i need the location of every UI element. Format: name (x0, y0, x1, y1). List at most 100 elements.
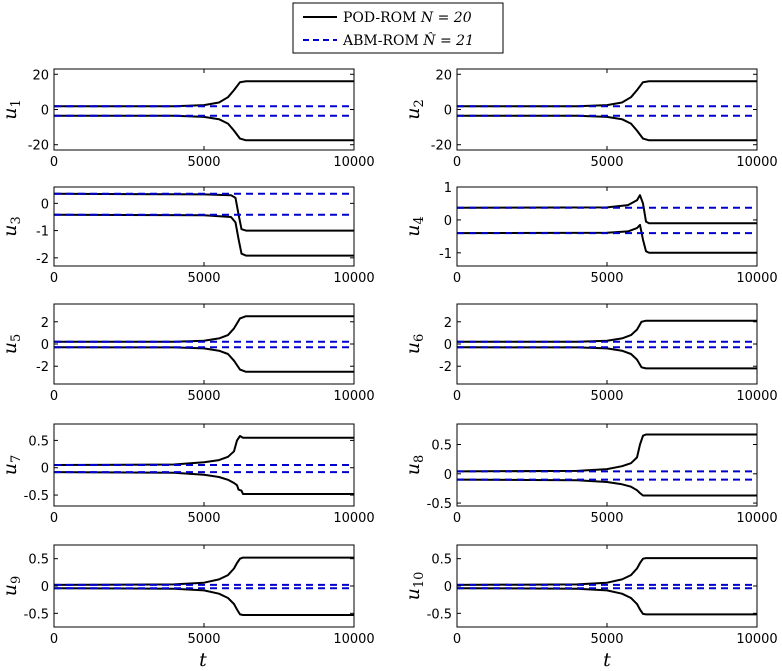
x-tick-label: 10000 (333, 632, 374, 647)
pod-rom-line-1 (457, 319, 757, 343)
x-tick-label: 0 (453, 511, 461, 526)
series-group (54, 192, 354, 257)
y-tick-label: 0 (444, 214, 452, 229)
y-tick-label: 20 (32, 68, 49, 83)
x-tick-label: 10000 (736, 271, 777, 286)
y-tick-label: -0.5 (24, 607, 49, 622)
series-group (54, 556, 354, 616)
y-axis-label: u2 (402, 99, 427, 120)
x-tick-label: 0 (50, 632, 58, 647)
y-axis-label: u1 (0, 99, 24, 120)
pod-rom-line-0 (457, 114, 757, 142)
y-tick-label: -0.5 (24, 489, 49, 504)
y-tick-label: 0 (41, 580, 49, 595)
y-tick-label: 0 (444, 580, 452, 595)
plot-area (457, 69, 757, 150)
x-tick-label: 5000 (187, 271, 220, 286)
y-tick-label: 20 (435, 68, 452, 83)
x-tick-label: 0 (50, 511, 58, 526)
y-axis-label: u4 (402, 216, 427, 237)
y-tick-label: 0.5 (28, 434, 49, 449)
pod-rom-line-1 (54, 315, 354, 343)
legend: POD-ROM N = 20 ABM-ROM N̂ = 21 (292, 2, 504, 54)
pod-rom-line-0 (54, 556, 354, 586)
y-tick-label: -2 (439, 360, 452, 375)
y-axis-label: u8 (402, 455, 427, 476)
plot-area (54, 304, 354, 384)
x-tick-label: 0 (50, 271, 58, 286)
y-tick-label: -1 (36, 225, 49, 240)
series-group (457, 194, 757, 254)
x-tick-label: 10000 (333, 389, 374, 404)
x-tick-label: 5000 (187, 511, 220, 526)
y-axis-label: u3 (0, 216, 24, 237)
x-tick-label: 5000 (187, 632, 220, 647)
x-tick-label: 10000 (333, 511, 374, 526)
pod-rom-line-0 (457, 194, 757, 225)
x-tick-label: 5000 (187, 155, 220, 170)
x-tick-label: 5000 (187, 389, 220, 404)
y-tick-label: 0 (41, 197, 49, 212)
y-tick-label: 0.5 (431, 439, 452, 454)
plot-area (457, 187, 757, 266)
y-tick-label: 0 (41, 338, 49, 353)
y-tick-label: 0.5 (431, 553, 452, 568)
y-tick-label: 1 (444, 181, 452, 196)
series-group (457, 319, 757, 370)
pod-rom-line-0 (457, 557, 757, 586)
pod-rom-line-1 (54, 80, 354, 108)
x-tick-label: 0 (453, 632, 461, 647)
x-tick-label: 10000 (333, 155, 374, 170)
y-tick-label: 2 (41, 316, 49, 331)
x-tick-label: 0 (453, 271, 461, 286)
series-group (54, 80, 354, 142)
pod-rom-line-0 (54, 114, 354, 142)
plot-area (457, 424, 757, 506)
y-tick-label: 0 (444, 104, 452, 119)
y-tick-label: -0.5 (427, 497, 452, 512)
y-tick-label: 0 (41, 462, 49, 477)
pod-rom-line-1 (54, 213, 354, 257)
x-tick-label: 10000 (736, 511, 777, 526)
pod-rom-line-0 (54, 192, 354, 232)
y-tick-label: -1 (439, 247, 452, 262)
legend-label-abm: ABM-ROM N̂ = 21 (342, 31, 474, 49)
x-tick-label: 10000 (333, 271, 374, 286)
pod-rom-line-1 (457, 80, 757, 108)
x-tick-label: 0 (453, 155, 461, 170)
x-tick-label: 0 (453, 389, 461, 404)
plot-area (457, 304, 757, 384)
y-tick-label: -2 (36, 252, 49, 267)
x-tick-label: 0 (50, 389, 58, 404)
y-axis-label: u7 (0, 455, 24, 476)
series-group (457, 433, 757, 497)
x-tick-label: 0 (50, 155, 58, 170)
pod-rom-line-1 (54, 471, 354, 495)
series-group (457, 557, 757, 616)
y-axis-label: u10 (402, 572, 427, 601)
series-group (54, 435, 354, 495)
y-tick-label: 0 (41, 104, 49, 119)
x-tick-label: 10000 (736, 389, 777, 404)
y-tick-label: -2 (36, 360, 49, 375)
legend-box (292, 2, 504, 54)
series-group (457, 80, 757, 142)
pod-rom-line-0 (457, 346, 757, 370)
panel-u3: 0 5000 10000 -2 -1 0 u3 (0, 186, 375, 286)
y-tick-label: -20 (28, 139, 49, 154)
pod-rom-line-1 (54, 587, 354, 616)
x-tick-label: 10000 (736, 632, 777, 647)
y-tick-label: 0.5 (28, 553, 49, 568)
x-axis-label-left: t (199, 649, 207, 671)
plot-area (54, 69, 354, 150)
